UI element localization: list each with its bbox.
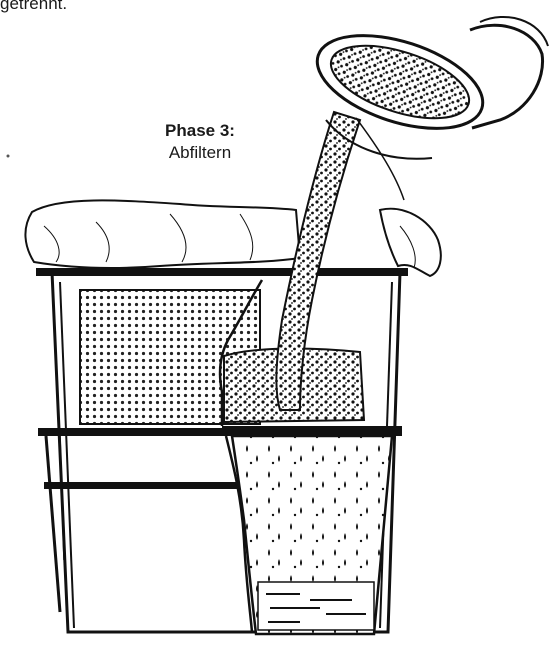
speck [7, 155, 10, 158]
filter-cloth [25, 200, 440, 276]
collected-liquid [258, 582, 374, 630]
